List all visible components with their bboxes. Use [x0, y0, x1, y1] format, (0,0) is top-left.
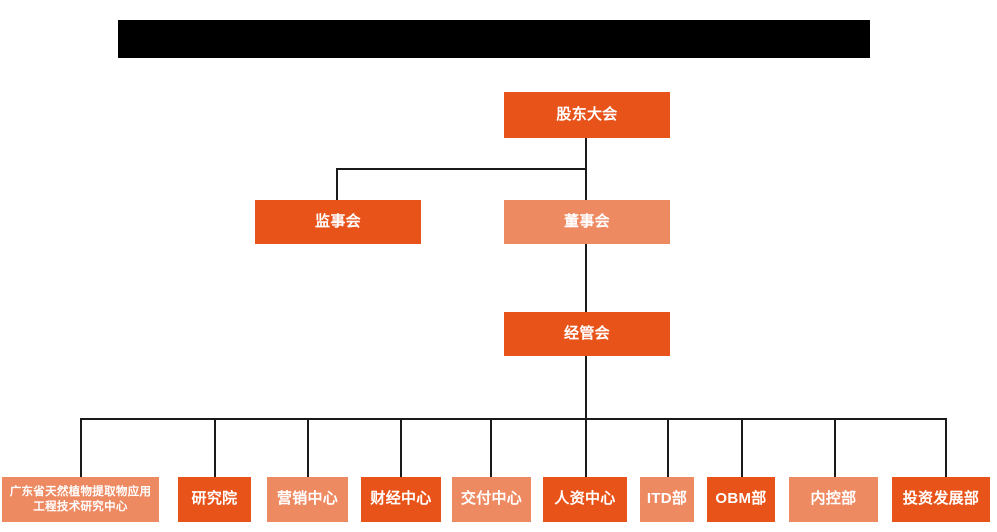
node-label: 投资发展部	[902, 490, 980, 508]
node-label: 监事会	[315, 212, 361, 230]
connector-departments-bus	[80, 418, 946, 420]
node-department-itd[interactable]: ITD部	[640, 477, 694, 522]
connector-drop-6	[585, 418, 587, 477]
connector-drop-5	[490, 418, 492, 477]
node-label: 人资中心	[554, 490, 616, 508]
node-label: 内控部	[810, 490, 857, 508]
connector-drop-1	[80, 418, 82, 477]
connector-drop-4	[400, 418, 402, 477]
connector-drop-3	[307, 418, 309, 477]
connector-drop-7	[667, 418, 669, 477]
node-label: 经管会	[564, 324, 610, 342]
node-label: 研究院	[191, 490, 238, 508]
node-label: OBM部	[715, 490, 767, 508]
connector-to-directors	[585, 168, 587, 201]
redacted-title-bar	[118, 20, 870, 58]
node-label: 营销中心	[276, 490, 339, 508]
node-department-internal-control[interactable]: 内控部	[789, 477, 878, 522]
node-management-committee[interactable]: 经管会	[504, 312, 670, 356]
node-label: 财经中心	[370, 490, 432, 508]
node-department-research-center[interactable]: 广东省天然植物提取物应用工程技术研究中心	[2, 477, 159, 522]
node-label: 股东大会	[556, 105, 618, 123]
node-board-of-directors[interactable]: 董事会	[504, 200, 670, 244]
node-board-of-supervisors[interactable]: 监事会	[255, 200, 421, 244]
connector-to-supervisors	[336, 168, 338, 201]
connector-directors-to-management	[585, 243, 587, 313]
node-department-marketing-center[interactable]: 营销中心	[267, 477, 348, 522]
connector-drop-2	[214, 418, 216, 477]
node-department-research-institute[interactable]: 研究院	[178, 477, 251, 522]
node-department-hr-center[interactable]: 人资中心	[543, 477, 627, 522]
node-department-investment-development[interactable]: 投资发展部	[892, 477, 990, 522]
node-label: 广东省天然植物提取物应用工程技术研究中心	[9, 486, 152, 513]
connector-shareholders-down	[585, 138, 587, 170]
connector-management-to-departments	[585, 355, 587, 419]
node-department-finance-center[interactable]: 财经中心	[361, 477, 441, 522]
node-shareholders-meeting[interactable]: 股东大会	[504, 92, 670, 138]
node-label: 董事会	[564, 212, 610, 230]
connector-drop-9	[834, 418, 836, 477]
node-label: ITD部	[646, 490, 688, 508]
node-department-delivery-center[interactable]: 交付中心	[452, 477, 531, 522]
connector-row2-bus	[336, 168, 587, 170]
node-label: 交付中心	[460, 490, 523, 508]
node-department-obm[interactable]: OBM部	[707, 477, 775, 522]
connector-drop-10	[945, 418, 947, 477]
connector-drop-8	[741, 418, 743, 477]
